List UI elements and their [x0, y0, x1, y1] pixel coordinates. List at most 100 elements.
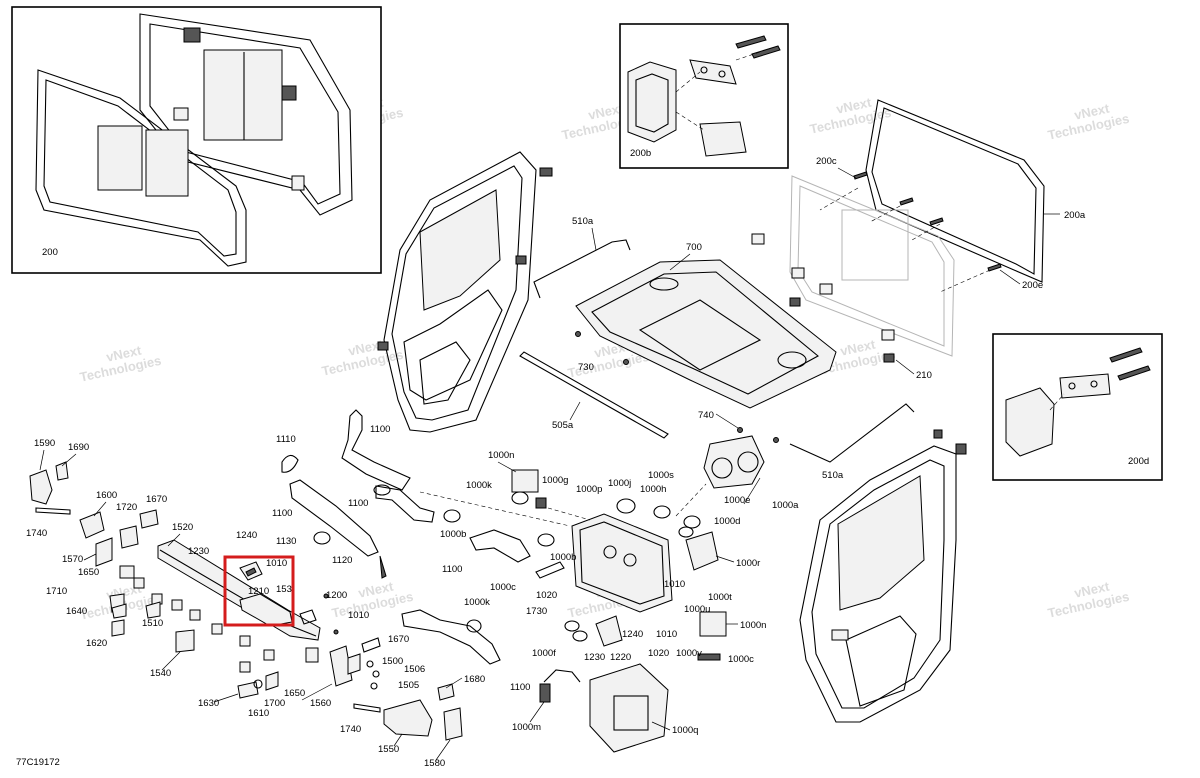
- callout-1000k-a: 1000k: [466, 480, 492, 491]
- assembly-line: [735, 51, 761, 61]
- part-1540: [175, 629, 195, 653]
- screw: [735, 35, 767, 49]
- latch-bottom: [291, 175, 305, 191]
- callout-200d: 200d: [1128, 456, 1149, 467]
- fan-box-1000q: [589, 663, 669, 753]
- callout-1000q: 1000q: [672, 725, 698, 736]
- fastener-1120: [379, 555, 387, 579]
- assembly-line: [819, 187, 859, 211]
- assembly-line: [675, 71, 701, 93]
- part-1610: [253, 679, 263, 689]
- actuator-1000r: [685, 531, 719, 571]
- callout-200b: 200b: [630, 148, 651, 159]
- callout-1620: 1620: [86, 638, 107, 649]
- front-panel-left: [97, 125, 143, 191]
- duct-clamp: [373, 484, 391, 496]
- front-panel-right: [145, 129, 189, 197]
- inset-200: 200: [11, 6, 382, 274]
- latch-block-inner: [635, 73, 669, 133]
- callout-1010-c: 1010: [266, 558, 287, 569]
- watermark: vNext: [1073, 101, 1111, 123]
- callout-510a-top: 510a: [572, 216, 594, 227]
- callout-1120: 1120: [332, 555, 352, 566]
- callout-1510: 1510: [142, 618, 163, 629]
- leader-line: [161, 651, 181, 671]
- ring-1000k: [511, 491, 529, 505]
- callout-1740-b: 1740: [340, 724, 361, 735]
- clamp-1110: [281, 454, 299, 473]
- watermark: vNext: [587, 101, 625, 123]
- callout-1670-b: 1670: [388, 634, 409, 645]
- screw-hole: [700, 66, 708, 74]
- bracket-1240-detail: [245, 567, 257, 577]
- filter-1000n: [511, 469, 539, 493]
- watermark: vNext: [1073, 579, 1111, 601]
- callout-1640: 1640: [66, 606, 87, 617]
- latch-cover: [1005, 387, 1055, 457]
- screw-740: [737, 427, 743, 433]
- part-1670-b: [361, 637, 381, 653]
- duct-1100-lower: [401, 609, 501, 665]
- left-door-panel: [403, 289, 503, 401]
- inset-200d: 200d: [992, 333, 1163, 481]
- screw-hole: [718, 70, 726, 78]
- latch-top-right: [281, 85, 297, 101]
- dash-console-assembly: 1590 1690 1600 1670 1720 1740 1520 1570 …: [26, 438, 485, 769]
- inset-frame: [11, 6, 382, 274]
- part-1670: [139, 509, 159, 529]
- drawing-id: 77C19172: [16, 757, 60, 768]
- hinge: [539, 167, 553, 177]
- window-frame-rear: [139, 13, 353, 216]
- bracket: [819, 283, 833, 295]
- highlight-box: [223, 555, 295, 627]
- callout-1000e: 1000e: [724, 495, 750, 506]
- callout-1100-a: 1100: [370, 424, 390, 435]
- ring-1000f: [572, 630, 588, 642]
- fastener-1200: [299, 609, 317, 625]
- watermark: vNext: [839, 337, 877, 359]
- latch: [831, 629, 849, 641]
- callout-1000n-b: 1000n: [740, 620, 766, 631]
- callout-1230-b: 1230: [584, 652, 605, 663]
- clamp-1130: [313, 531, 331, 545]
- callout-510a-bottom: 510a: [822, 470, 844, 481]
- callout-1730: 1730: [526, 606, 547, 617]
- part-1700: [265, 671, 279, 691]
- callout-1220: 1220: [610, 652, 631, 663]
- callout-700: 700: [686, 242, 702, 253]
- clip-square: [263, 649, 275, 661]
- callout-200e: 200e: [1022, 280, 1043, 291]
- leader-line: [999, 269, 1021, 285]
- part-1620: [111, 619, 125, 637]
- watermark: vNext: [105, 343, 143, 365]
- leader-line: [301, 683, 333, 701]
- part-1640: [111, 603, 127, 619]
- callout-1240-a: 1240: [236, 530, 257, 541]
- callout-1210: 1210: [248, 586, 269, 597]
- screw: [751, 45, 781, 59]
- rear-window-seal-inner: [871, 107, 1037, 275]
- leader-line: [393, 733, 403, 747]
- callout-1000g: 1000g: [542, 475, 568, 486]
- clip-square: [239, 661, 251, 673]
- leader-line: [167, 533, 181, 547]
- callout-1740-a: 1740: [26, 528, 47, 539]
- callout-1000c-b: 1000c: [728, 654, 754, 665]
- ring: [678, 526, 694, 538]
- callout-1230-a: 1230: [188, 546, 209, 557]
- left-door-assembly: [377, 151, 553, 433]
- window-frame-rear-inner: [149, 23, 341, 205]
- leader-line: [83, 553, 97, 561]
- part-1560: [329, 645, 353, 687]
- duct-1100-mid: [375, 485, 435, 523]
- right-door-inner: [811, 459, 945, 709]
- leader-line: [743, 477, 761, 505]
- screw-hole: [1090, 380, 1098, 388]
- connector-1000m: [539, 683, 551, 703]
- clip-square: [171, 599, 183, 611]
- screw: [853, 171, 868, 180]
- ring-1000f: [564, 620, 580, 632]
- hvac-assembly: 1100 1110 1100 1100 1130 1120 1000n 1000…: [272, 409, 799, 753]
- callout-1000m: 1000m: [512, 722, 541, 733]
